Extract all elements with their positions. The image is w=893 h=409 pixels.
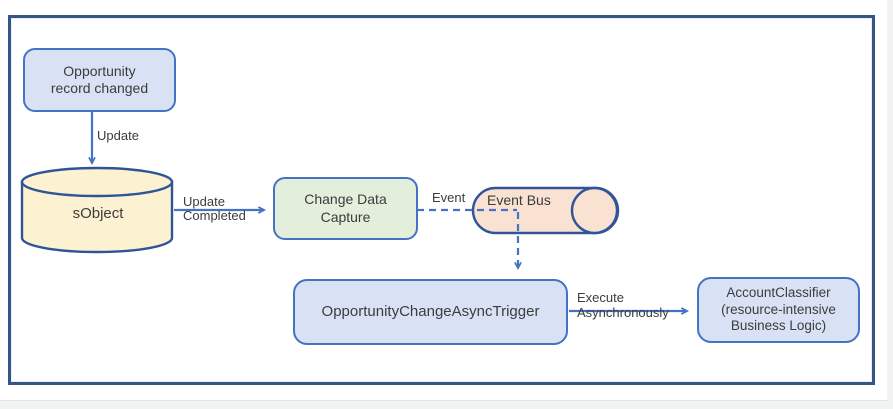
page-gutter-bottom bbox=[0, 400, 893, 409]
page-gutter-right bbox=[887, 0, 893, 409]
node-account-classifier: AccountClassifier (resource-intensive Bu… bbox=[697, 277, 860, 343]
node-change-data-capture: Change Data Capture bbox=[273, 177, 418, 240]
node-sobject-label: sObject bbox=[72, 205, 124, 222]
node-event-bus-label: Event Bus bbox=[487, 192, 551, 208]
node-opportunity-change-async-trigger: OpportunityChangeAsyncTrigger bbox=[293, 279, 568, 345]
node-opportunity-record-changed: Opportunity record changed bbox=[23, 48, 176, 112]
edge-label-event: Event bbox=[432, 190, 466, 205]
edge-label-update: Update bbox=[97, 128, 139, 143]
edge-label-update-completed: Update Completed bbox=[183, 194, 246, 223]
edge-label-execute-asynchronously: Execute Asynchronously bbox=[577, 290, 669, 320]
